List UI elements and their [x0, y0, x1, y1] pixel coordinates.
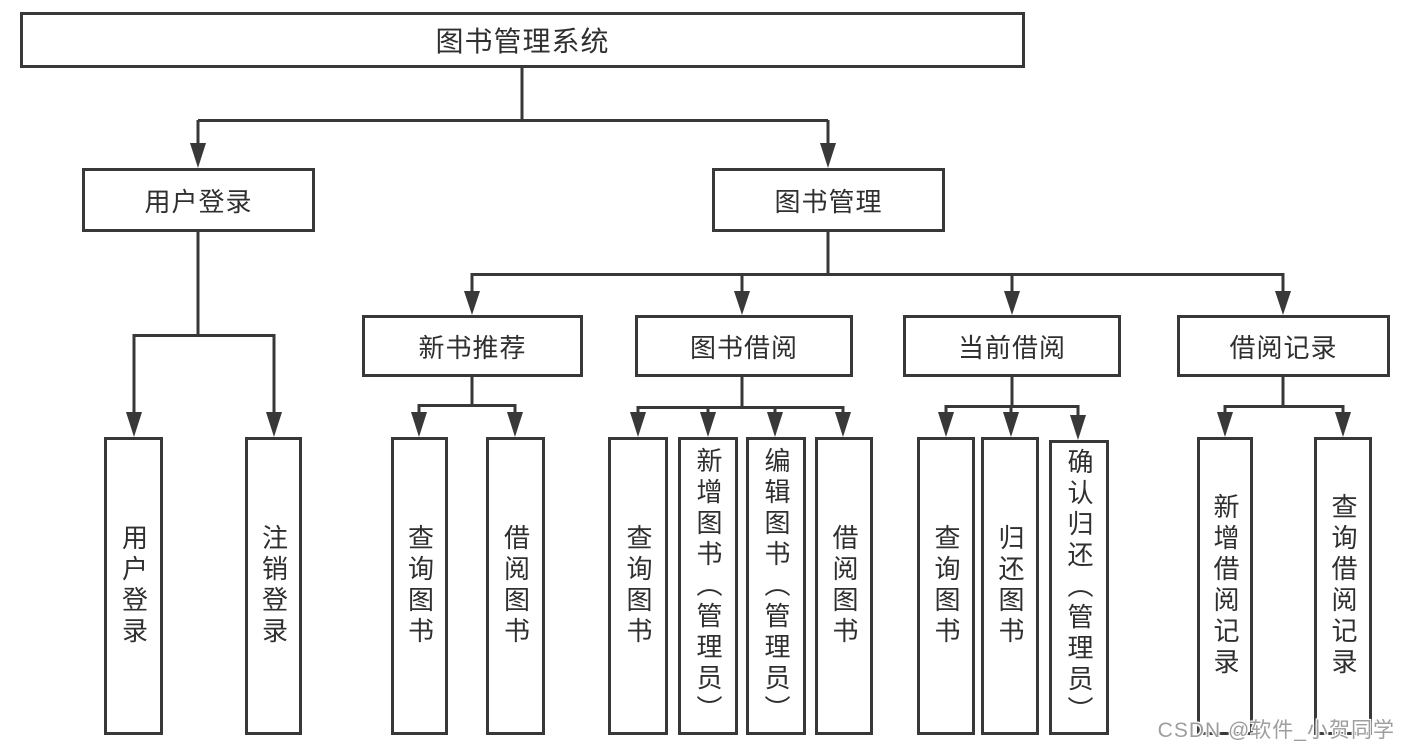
- node-bb-add-books-admin: 新增图书（管理员）: [678, 437, 738, 735]
- node-borrow-records: 借阅记录: [1177, 315, 1390, 377]
- node-cb-confirm-return-admin: 确认归还（管理员）: [1049, 440, 1109, 735]
- node-br-query-record: 查询借阅记录: [1314, 437, 1372, 735]
- node-br-add-record: 新增借阅记录: [1197, 437, 1253, 735]
- node-user-login: 用户登录: [82, 168, 315, 232]
- node-cb-query-books: 查询图书: [917, 437, 975, 735]
- node-logout-leaf: 注销登录: [245, 437, 302, 735]
- node-label: 确认归还（管理员）: [1064, 448, 1094, 727]
- node-label: 查询图书: [404, 524, 435, 648]
- node-book-management: 图书管理: [712, 168, 945, 232]
- node-book-borrow: 图书借阅: [635, 315, 853, 377]
- node-current-borrow: 当前借阅: [903, 315, 1121, 377]
- node-bb-query-books: 查询图书: [608, 437, 668, 735]
- node-label: 借阅图书: [500, 524, 531, 648]
- node-label: 新增图书（管理员）: [693, 446, 723, 726]
- node-label: 归还图书: [995, 524, 1025, 648]
- node-cb-return-books: 归还图书: [981, 437, 1039, 735]
- node-bb-borrow-books: 借阅图书: [815, 437, 873, 735]
- node-nb-query-books: 查询图书: [391, 437, 448, 735]
- node-label: 用户登录: [118, 524, 149, 648]
- node-label: 查询图书: [623, 524, 653, 648]
- node-label: 查询图书: [931, 524, 961, 648]
- node-label: 借阅图书: [829, 524, 859, 648]
- node-label: 注销登录: [258, 524, 289, 648]
- node-user-login-leaf: 用户登录: [104, 437, 163, 735]
- node-root: 图书管理系统: [20, 12, 1025, 68]
- watermark: CSDN @软件_小贺同学: [1157, 719, 1395, 742]
- node-label: 查询借阅记录: [1328, 493, 1358, 679]
- node-label: 新增借阅记录: [1210, 493, 1240, 679]
- arrowhead-group: [126, 143, 1351, 440]
- node-new-book-recommend: 新书推荐: [362, 315, 583, 377]
- node-bb-edit-books-admin: 编辑图书（管理员）: [746, 437, 806, 735]
- node-label: 编辑图书（管理员）: [761, 446, 791, 726]
- node-nb-borrow-books: 借阅图书: [486, 437, 545, 735]
